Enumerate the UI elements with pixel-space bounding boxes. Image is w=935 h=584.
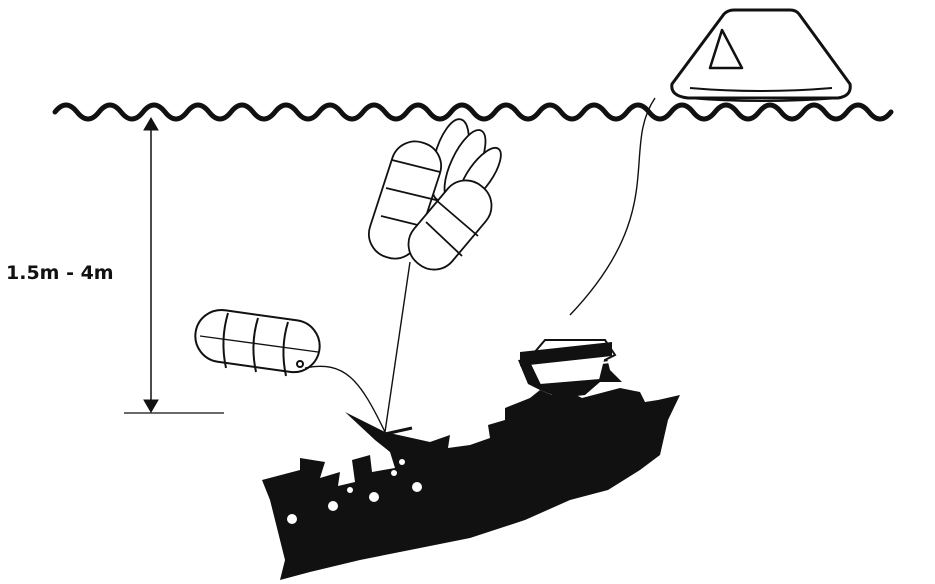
container-painter-line [384,261,411,433]
depth-arrow [124,117,224,414]
depth-label: 1.5m - 4m [6,262,114,284]
opening-liferaft-container [368,118,502,271]
raft-tether-line [569,97,656,316]
water-surface [52,102,894,122]
sinking-ship [262,339,680,580]
inflated-liferaft [670,8,852,102]
canister-painter-line [304,365,386,433]
liferaft-canister [194,308,321,377]
